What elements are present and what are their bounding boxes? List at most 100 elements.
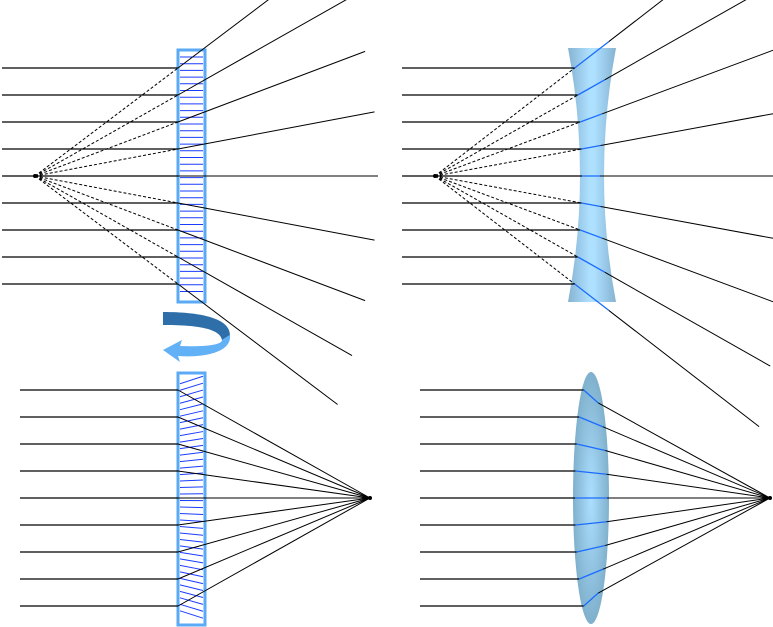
diverging-ray [600, 113, 773, 146]
in-lens-ray [583, 592, 599, 607]
converging-ray [605, 449, 771, 499]
diverging-ray [608, 0, 664, 42]
grating-line [179, 610, 204, 619]
converging-ray [606, 497, 771, 523]
in-lens-ray [574, 283, 610, 311]
grating-line [179, 512, 204, 516]
grating-line [179, 571, 204, 578]
grating-line [179, 506, 204, 509]
virtual-ray-dashed [434, 175, 579, 258]
in-lens-ray [574, 41, 610, 69]
panel-concave-lens [402, 0, 773, 428]
grating-line [179, 590, 204, 598]
diverging-ray [177, 283, 338, 405]
grating-line [179, 396, 204, 404]
grating-line [179, 403, 204, 411]
diverging-ray [177, 256, 353, 357]
converging-ray [177, 497, 371, 526]
flip-arrow-icon [163, 312, 231, 362]
virtual-ray-dashed [434, 94, 579, 177]
grating-line [179, 472, 204, 476]
virtual-ray-dashed [34, 94, 179, 177]
converging-ray [177, 470, 371, 499]
in-lens-ray [579, 113, 603, 123]
grating-line [179, 525, 204, 529]
virtual-ray-dashed [34, 175, 179, 231]
diverging-ray [604, 0, 747, 81]
grating-line [179, 603, 204, 612]
virtual-ray-dashed [434, 175, 581, 231]
grating-line [179, 382, 204, 391]
virtual-ray-dashed [34, 175, 179, 204]
focus-point [768, 496, 772, 500]
virtual-focus-point [33, 174, 37, 178]
grating-line [179, 538, 204, 543]
grating-line [179, 458, 204, 463]
grating-line [179, 551, 204, 557]
virtual-ray-dashed [434, 175, 575, 285]
in-lens-ray [578, 568, 604, 580]
in-lens-ray [575, 470, 607, 475]
grating-line [179, 451, 204, 456]
converging-ray [605, 497, 771, 547]
focus-point [368, 496, 372, 500]
diverging-ray [602, 49, 773, 115]
grating-line [179, 417, 204, 424]
converging-ray [606, 473, 771, 499]
converging-ray [602, 497, 771, 570]
virtual-ray-dashed [34, 175, 179, 258]
converging-ray [177, 497, 371, 607]
panel-convex-lens [420, 372, 772, 624]
diverging-ray [177, 111, 375, 150]
converging-ray [598, 497, 771, 594]
converging-ray [177, 389, 371, 499]
grating-line [179, 389, 204, 398]
virtual-ray-dashed [434, 175, 582, 204]
in-lens-ray [577, 256, 606, 273]
diverging-ray [602, 237, 773, 303]
grating-line [179, 431, 204, 437]
grating-line [179, 375, 204, 385]
in-lens-ray [577, 79, 606, 96]
diverging-ray [600, 206, 773, 239]
grating-line [179, 437, 204, 443]
grating-line [179, 479, 204, 482]
converging-ray [177, 497, 371, 580]
converging-ray [177, 443, 371, 499]
in-lens-ray [578, 416, 604, 428]
converging-ray [177, 416, 371, 499]
grating-line [179, 545, 204, 550]
converging-ray [598, 402, 771, 499]
grating-line [179, 465, 204, 469]
in-lens-ray [576, 544, 606, 553]
in-lens-ray [576, 443, 606, 452]
converging-ray [602, 426, 771, 499]
grating-line [179, 558, 204, 564]
diverging-ray [177, 229, 366, 302]
in-lens-ray [581, 202, 601, 208]
diverging-ray [177, 50, 366, 123]
grating-line [179, 597, 204, 605]
virtual-focus-point [433, 174, 437, 178]
diverging-ray [177, 202, 375, 241]
in-lens-ray [581, 144, 601, 150]
diverging-ray [177, 0, 269, 69]
concave-lens [568, 48, 616, 302]
grating-line [179, 577, 204, 585]
diverging-ray [608, 310, 760, 428]
grating-line [179, 564, 204, 571]
in-lens-ray [575, 521, 607, 526]
grating-line [179, 410, 204, 417]
in-lens-ray [583, 389, 599, 404]
grating-line [179, 444, 204, 450]
virtual-ray-dashed [434, 148, 582, 177]
in-lens-ray [579, 229, 603, 239]
converging-ray [177, 497, 371, 553]
panel-metasurface-diverging [2, 0, 378, 405]
grating-line [179, 584, 204, 592]
grating-line [179, 519, 204, 522]
diverging-ray [604, 271, 771, 367]
virtual-ray-dashed [434, 67, 575, 177]
virtual-ray-dashed [34, 148, 179, 177]
